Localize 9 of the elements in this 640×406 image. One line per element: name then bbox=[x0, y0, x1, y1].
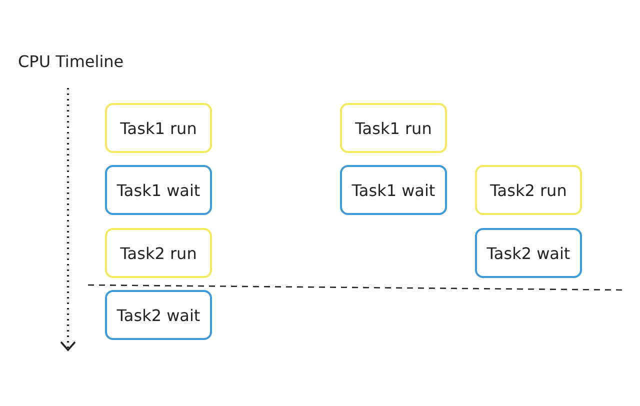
wait-task-box: Task1 wait bbox=[340, 165, 447, 215]
run-task-box: Task2 run bbox=[105, 228, 212, 278]
timeline-title: CPU Timeline bbox=[18, 52, 124, 71]
wait-task-box: Task2 wait bbox=[475, 228, 582, 278]
run-task-box: Task1 run bbox=[105, 103, 212, 153]
run-task-box: Task2 run bbox=[475, 165, 582, 215]
wait-task-box: Task2 wait bbox=[105, 290, 212, 340]
run-task-box: Task1 run bbox=[340, 103, 447, 153]
wait-task-box: Task1 wait bbox=[105, 165, 212, 215]
